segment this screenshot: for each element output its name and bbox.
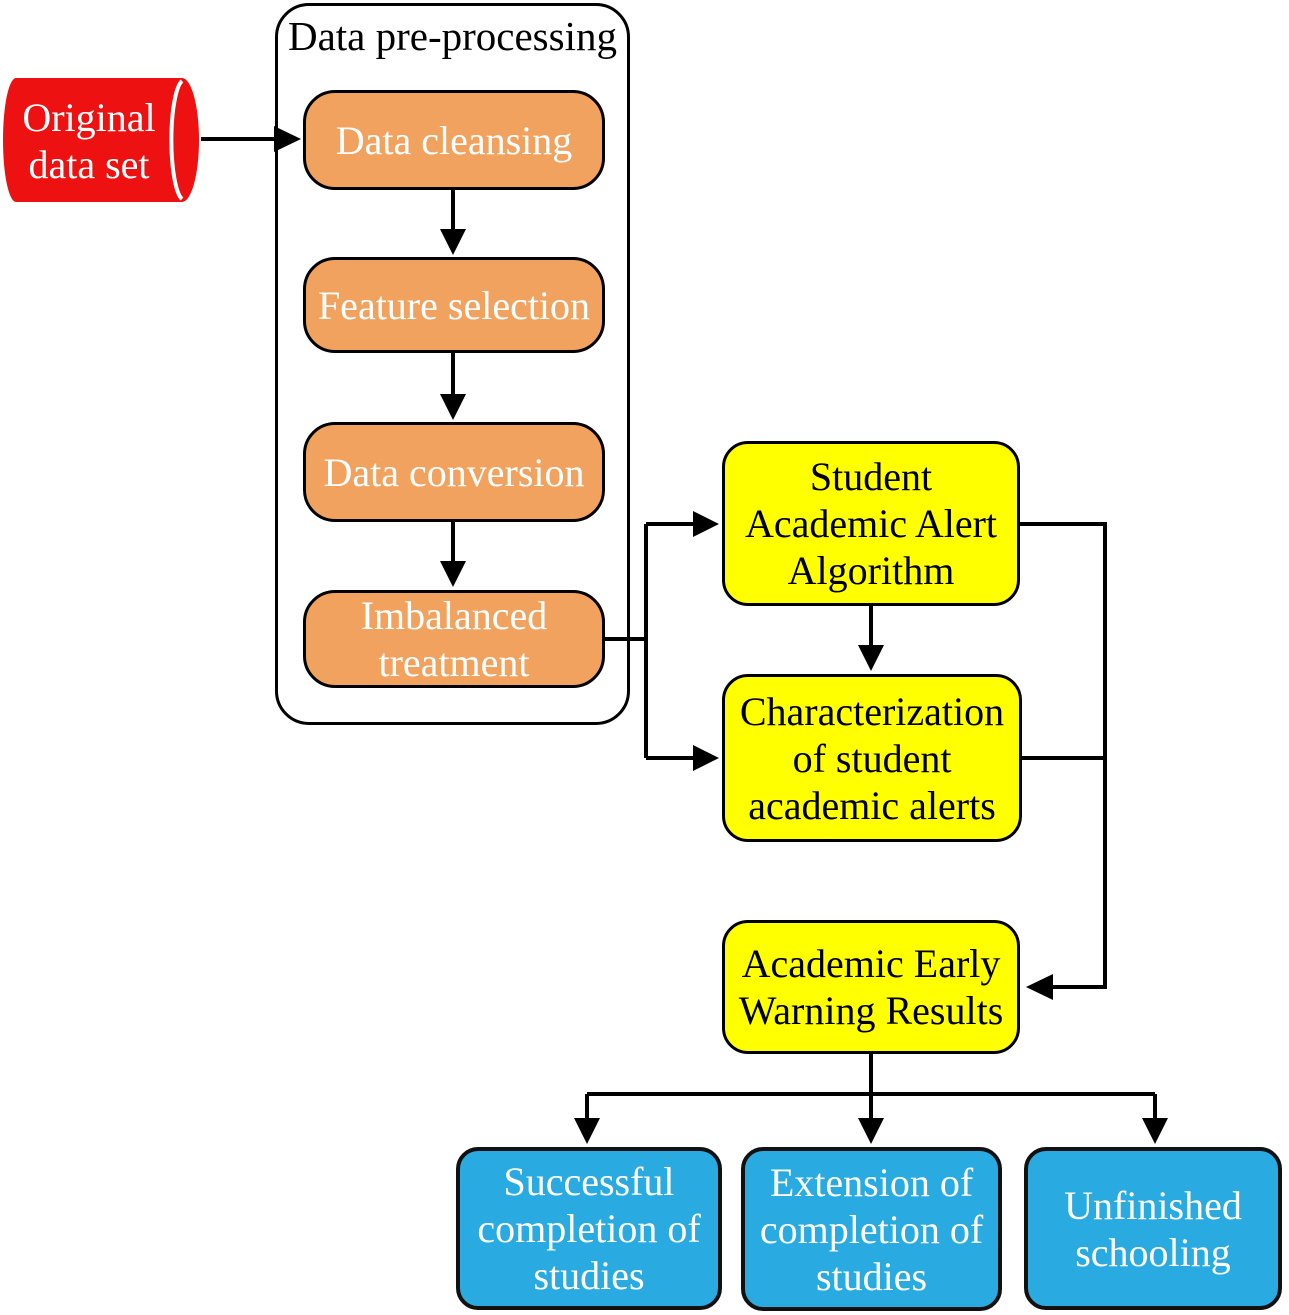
cylinder-seam-icon — [169, 79, 184, 201]
box-label: Student — [809, 454, 933, 499]
outcome-unfinished-schooling: Unfinished schooling — [1024, 1147, 1282, 1310]
step-imbalanced-treatment: Imbalanced treatment — [303, 590, 605, 688]
outcome-label: completion of — [759, 1206, 984, 1252]
branch-rail — [1020, 522, 1107, 989]
step-feature-selection: Feature selection — [303, 257, 605, 353]
outcome-label: Unfinished — [1064, 1182, 1242, 1228]
box-student-academic-alert-algorithm: Student Academic Alert Algorithm — [722, 441, 1020, 606]
original-dataset-label: Original data set — [8, 94, 170, 188]
box-label: of student — [792, 735, 952, 781]
arrowhead-icon — [440, 394, 466, 420]
arrowhead-icon — [858, 1118, 884, 1144]
step-data-cleansing: Data cleansing — [303, 90, 605, 190]
arrow-original-to-cleansing — [201, 126, 301, 152]
box-academic-early-warning-results: Academic Early Warning Results — [722, 920, 1020, 1054]
arrowhead-icon — [1142, 1118, 1168, 1144]
step-label: Imbalanced — [360, 593, 548, 638]
group-title: Data pre-processing — [287, 13, 617, 59]
outcome-label: studies — [533, 1253, 645, 1298]
box-label: Academic Early — [741, 941, 1001, 986]
arrowhead-icon — [440, 561, 466, 587]
outcome-extension-of-completion: Extension of completion of studies — [741, 1147, 1002, 1311]
arrow-alert-to-characterization — [858, 606, 884, 671]
arrowhead-icon — [574, 1118, 600, 1144]
step-label: treatment — [378, 640, 530, 685]
step-label: Feature selection — [317, 282, 591, 328]
branch-imbalanced-output — [605, 511, 719, 771]
arrow-cleansing-to-feature — [440, 190, 466, 255]
arrowhead-icon — [440, 229, 466, 255]
outcome-label: schooling — [1075, 1229, 1231, 1275]
step-data-conversion: Data conversion — [303, 422, 605, 522]
outcome-label: Successful — [503, 1159, 675, 1204]
split-results-to-outcomes — [574, 1054, 1168, 1144]
outcome-label: Extension of — [769, 1159, 974, 1205]
box-label: Algorithm — [787, 548, 955, 593]
step-label: Data cleansing — [335, 117, 573, 163]
arrow-feature-to-conversion — [440, 353, 466, 420]
original-dataset-cylinder-icon — [3, 78, 199, 202]
outcome-successful-completion: Successful completion of studies — [456, 1147, 722, 1310]
outcome-label: studies — [815, 1253, 928, 1299]
step-label: Data conversion — [323, 449, 585, 495]
arrow-conversion-to-imbalanced — [440, 522, 466, 587]
outcome-label: completion of — [477, 1206, 701, 1251]
label-line: Original — [22, 95, 156, 140]
arrowhead-icon — [693, 745, 719, 771]
box-label: Characterization — [739, 688, 1005, 734]
box-label: Warning Results — [738, 988, 1004, 1033]
box-label: Academic Alert — [744, 501, 998, 546]
arrowhead-icon — [858, 645, 884, 671]
branch-rail — [585, 1054, 1157, 1118]
arrowhead-icon — [693, 511, 719, 537]
branch-rail — [605, 524, 648, 758]
label-line: data set — [28, 142, 150, 187]
arrowhead-icon — [1026, 974, 1053, 1000]
rail-to-warning-results — [1020, 522, 1107, 1000]
box-characterization-of-alerts: Characterization of student academic ale… — [722, 674, 1022, 842]
arrowhead-icon — [274, 126, 301, 152]
box-label: academic alerts — [748, 782, 996, 828]
